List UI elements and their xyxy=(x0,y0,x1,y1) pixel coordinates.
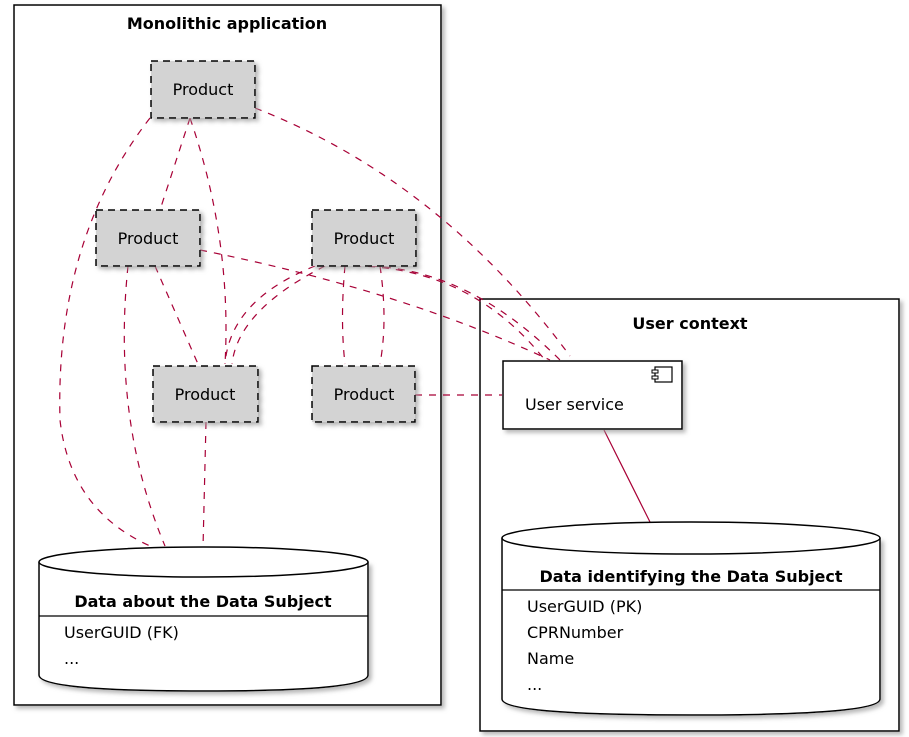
dependency-line xyxy=(379,265,385,365)
db-field: ... xyxy=(64,649,79,668)
product-label: Product xyxy=(118,229,179,248)
monolith-db-title: Data about the Data Subject xyxy=(74,592,332,611)
db-field: Name xyxy=(527,649,574,668)
dependency-line xyxy=(199,249,551,361)
dependency-line xyxy=(224,265,316,365)
user-context-database: Data identifying the Data Subject UserGU… xyxy=(501,521,881,716)
dependency-line xyxy=(159,117,191,211)
association-line xyxy=(603,429,651,523)
user-context-db-title: Data identifying the Data Subject xyxy=(539,567,842,586)
dependency-line xyxy=(369,265,561,361)
dependency-line xyxy=(254,107,571,357)
product-label: Product xyxy=(175,385,236,404)
monolith-database: Data about the Data Subject UserGUID (FK… xyxy=(38,546,369,692)
db-field: UserGUID (PK) xyxy=(527,597,642,616)
db-field: UserGUID (FK) xyxy=(64,623,179,642)
product-bottom-right: Product xyxy=(311,365,416,423)
dependency-line xyxy=(59,117,151,547)
product-left-middle: Product xyxy=(95,209,201,267)
monolith-title: Monolithic application xyxy=(127,14,327,33)
user-service-component: User service xyxy=(502,360,683,430)
dependency-line xyxy=(189,117,227,365)
product-top: Product xyxy=(150,60,256,119)
product-label: Product xyxy=(334,385,395,404)
product-label: Product xyxy=(173,80,234,99)
component-icon xyxy=(651,366,673,383)
user-context-title: User context xyxy=(632,314,748,333)
db-field: CPRNumber xyxy=(527,623,624,642)
user-service-label: User service xyxy=(525,395,624,414)
dependency-line xyxy=(341,265,346,365)
dependency-line xyxy=(154,265,199,365)
product-bottom-left: Product xyxy=(152,365,259,423)
product-label: Product xyxy=(334,229,395,248)
dependency-line xyxy=(231,265,326,365)
product-right-middle: Product xyxy=(311,209,417,267)
db-field: ... xyxy=(527,675,542,694)
